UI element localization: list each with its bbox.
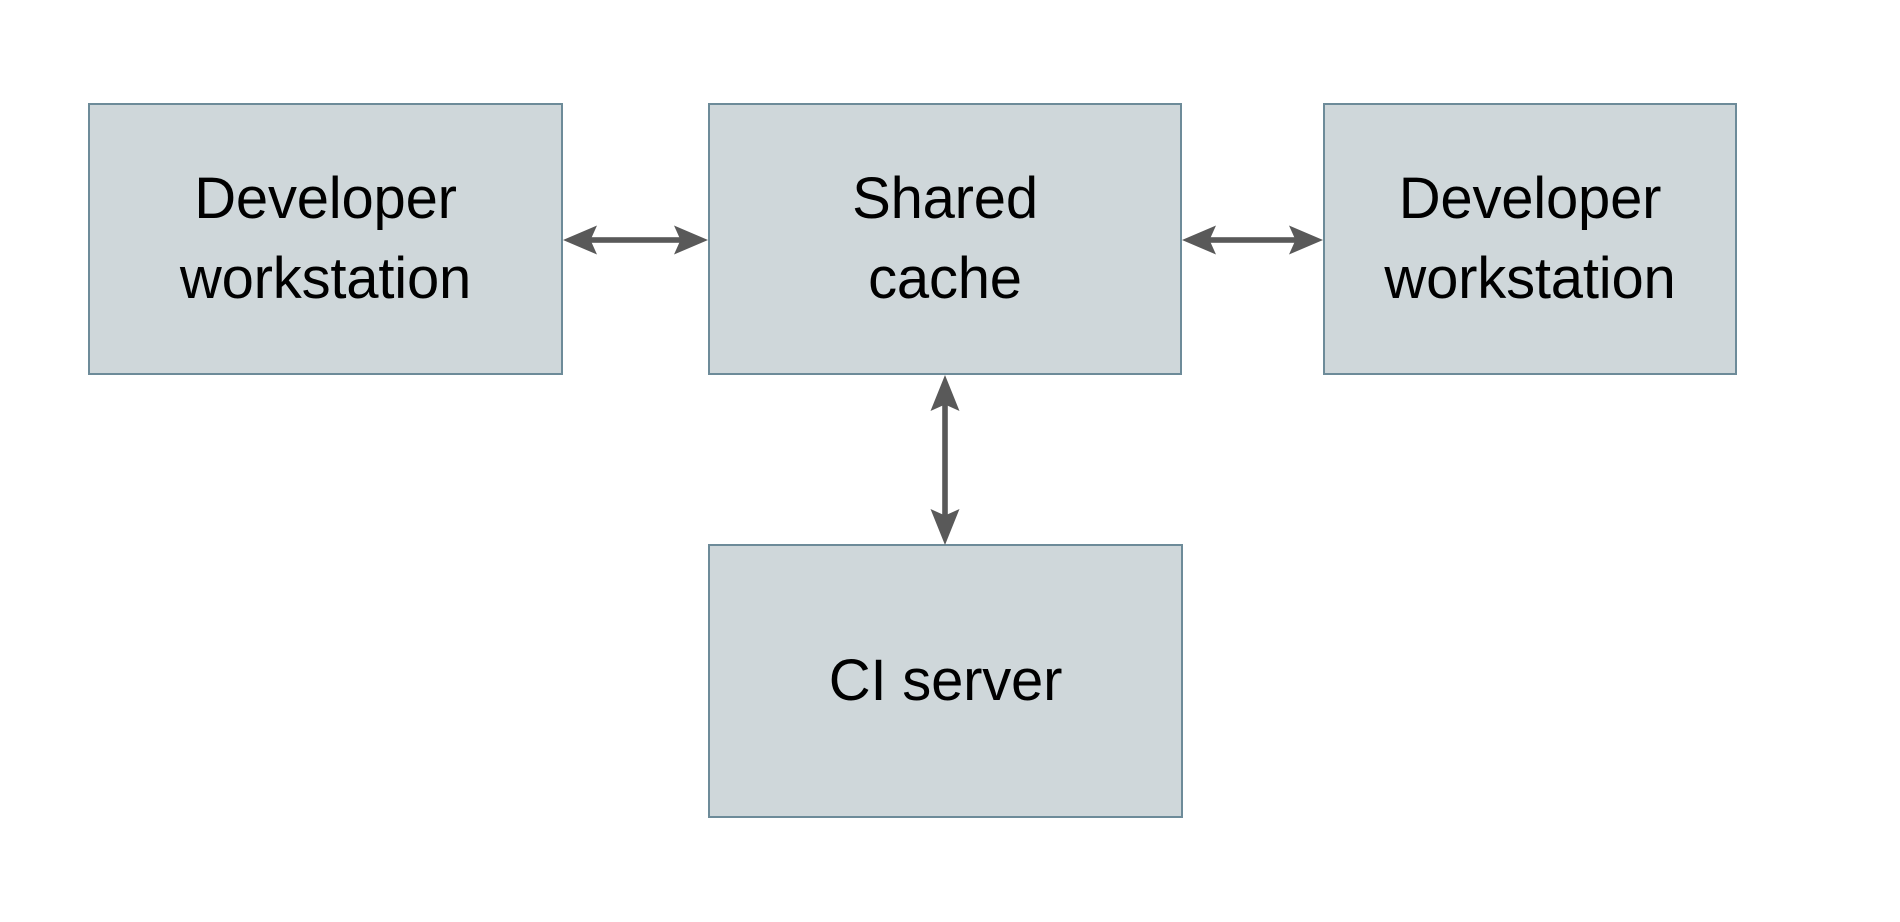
edge-shared-cache-to-ci-server[interactable] <box>917 375 973 545</box>
edge-developer-left-to-shared-cache[interactable] <box>563 212 708 268</box>
node-shared-cache[interactable]: Shared cache <box>708 103 1182 375</box>
double-headed-arrow-icon <box>1182 225 1323 255</box>
node-label: Shared cache <box>852 165 1038 311</box>
node-developer-workstation-right[interactable]: Developer workstation <box>1323 103 1737 375</box>
node-label: Developer workstation <box>179 165 472 311</box>
node-ci-server[interactable]: CI server <box>708 544 1183 818</box>
node-label: CI server <box>828 647 1063 713</box>
edge-shared-cache-to-developer-right[interactable] <box>1182 212 1323 268</box>
double-headed-arrow-icon <box>930 375 960 545</box>
node-developer-workstation-left[interactable]: Developer workstation <box>88 103 563 375</box>
double-headed-arrow-icon <box>563 225 708 255</box>
node-label: Developer workstation <box>1384 165 1676 311</box>
